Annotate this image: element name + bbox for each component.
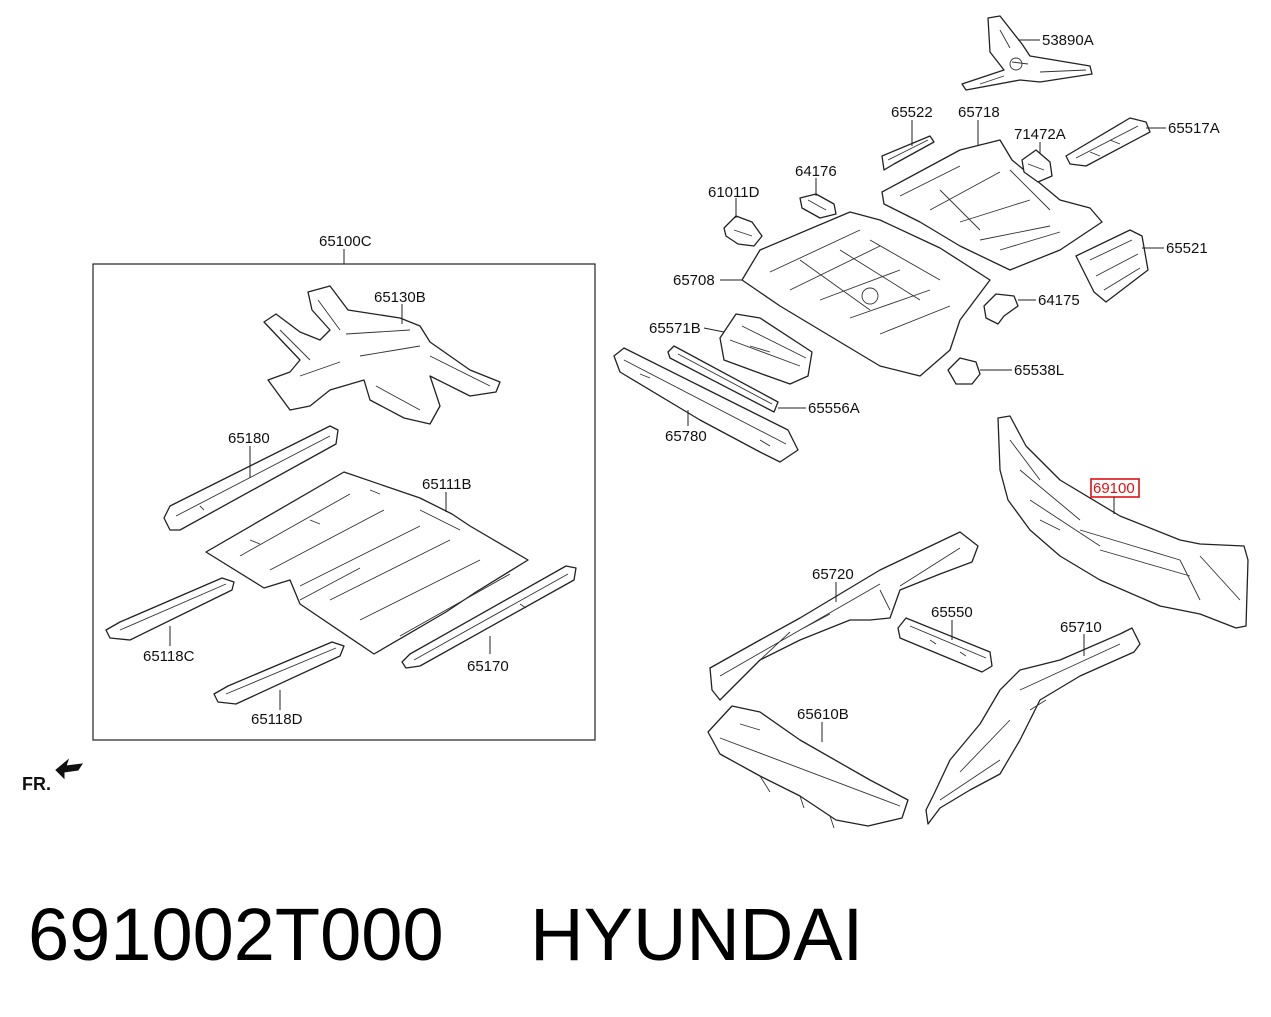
- label-65522: 65522: [891, 104, 933, 121]
- label-65718: 65718: [958, 104, 1000, 121]
- part-65718[interactable]: [881, 139, 1103, 271]
- part-64176[interactable]: [799, 193, 837, 219]
- label-65130B: 65130B: [374, 289, 426, 306]
- label-65118D: 65118D: [251, 711, 303, 728]
- part-65610B[interactable]: [707, 705, 909, 829]
- label-65180: 65180: [228, 430, 270, 447]
- label-65720: 65720: [812, 566, 854, 583]
- label-65521: 65521: [1166, 240, 1208, 257]
- part-65710[interactable]: [925, 627, 1141, 825]
- part-65522[interactable]: [881, 135, 935, 171]
- label-65571B: 65571B: [649, 320, 701, 337]
- label-65710: 65710: [1060, 619, 1102, 636]
- part-caption: 691002T000 HYUNDAI: [28, 890, 863, 980]
- part-65118C[interactable]: [105, 577, 235, 641]
- label-64176: 64176: [795, 163, 837, 180]
- part-65720[interactable]: [709, 531, 979, 701]
- front-arrow-icon: [55, 758, 84, 780]
- label-65780: 65780: [665, 428, 707, 445]
- part-65130B[interactable]: [263, 285, 501, 425]
- label-69100[interactable]: 69100: [1093, 480, 1135, 497]
- label-65556A: 65556A: [808, 400, 860, 417]
- part-65180[interactable]: [163, 425, 339, 531]
- label-71472A: 71472A: [1014, 126, 1066, 143]
- label-61011D: 61011D: [708, 184, 760, 201]
- part-65550[interactable]: [897, 617, 993, 673]
- part-65780[interactable]: [613, 347, 799, 463]
- part-53890A[interactable]: [961, 15, 1093, 91]
- brand-name: HYUNDAI: [530, 893, 864, 976]
- part-65118D[interactable]: [213, 641, 345, 705]
- part-65521[interactable]: [1075, 229, 1149, 303]
- part-65556A[interactable]: [667, 345, 779, 413]
- part-64175[interactable]: [983, 293, 1019, 325]
- label-65550: 65550: [931, 604, 973, 621]
- part-65571B[interactable]: [719, 313, 813, 385]
- highlight-box-69100: [1090, 478, 1140, 498]
- part-65111B[interactable]: [205, 471, 529, 655]
- label-65111B: 65111B: [422, 476, 472, 493]
- label-65100C: 65100C: [319, 233, 372, 250]
- part-61011D[interactable]: [723, 215, 763, 247]
- part-65170[interactable]: [401, 565, 577, 669]
- label-65118C: 65118C: [143, 648, 195, 665]
- label-65708: 65708: [673, 272, 715, 289]
- part-65517A[interactable]: [1065, 117, 1151, 167]
- label-64175: 64175: [1038, 292, 1080, 309]
- label-65517A: 65517A: [1168, 120, 1220, 137]
- label-53890A: 53890A: [1042, 32, 1094, 49]
- part-65538L[interactable]: [947, 357, 981, 385]
- label-65170: 65170: [467, 658, 509, 675]
- part-65708[interactable]: [741, 211, 991, 377]
- label-65610B: 65610B: [797, 706, 849, 723]
- label-65538L: 65538L: [1014, 362, 1064, 379]
- front-marker-label: FR.: [22, 774, 51, 794]
- part-71472A[interactable]: [1021, 149, 1053, 183]
- part-number: 691002T000: [28, 893, 444, 976]
- part-69100[interactable]: [997, 415, 1249, 629]
- parts-diagram: 53890A 65522 65718 71472A 65517A 64176 6…: [22, 15, 1249, 829]
